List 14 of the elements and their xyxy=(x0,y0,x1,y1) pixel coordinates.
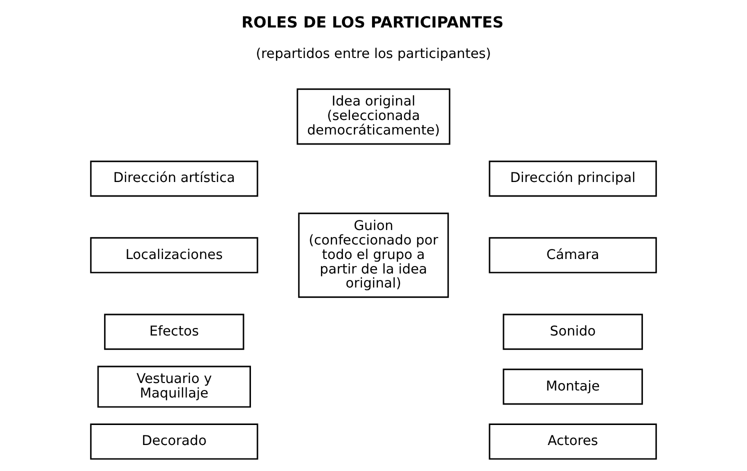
node-box: Actores xyxy=(488,424,657,460)
node-box: Idea original (seleccionada democráticamente) xyxy=(296,88,450,145)
node-box: Localizaciones xyxy=(90,237,258,274)
node-box: Dirección principal xyxy=(488,160,657,197)
node-box: Cámara xyxy=(488,237,657,274)
node-box: Guion (confeccionado por todo el grupo a partir de la idea original) xyxy=(298,212,449,298)
node-box: Decorado xyxy=(90,424,258,460)
node-box: Dirección artística xyxy=(90,160,258,197)
node-box: Montaje xyxy=(502,368,643,405)
label: (repartidos entre los participantes) xyxy=(256,46,492,62)
node-box: Vestuario y Maquillaje xyxy=(97,366,251,408)
node-box: Efectos xyxy=(104,314,244,350)
node-box: Sonido xyxy=(502,314,643,350)
diagram-title: ROLES DE LOS PARTICIPANTES xyxy=(242,13,504,32)
